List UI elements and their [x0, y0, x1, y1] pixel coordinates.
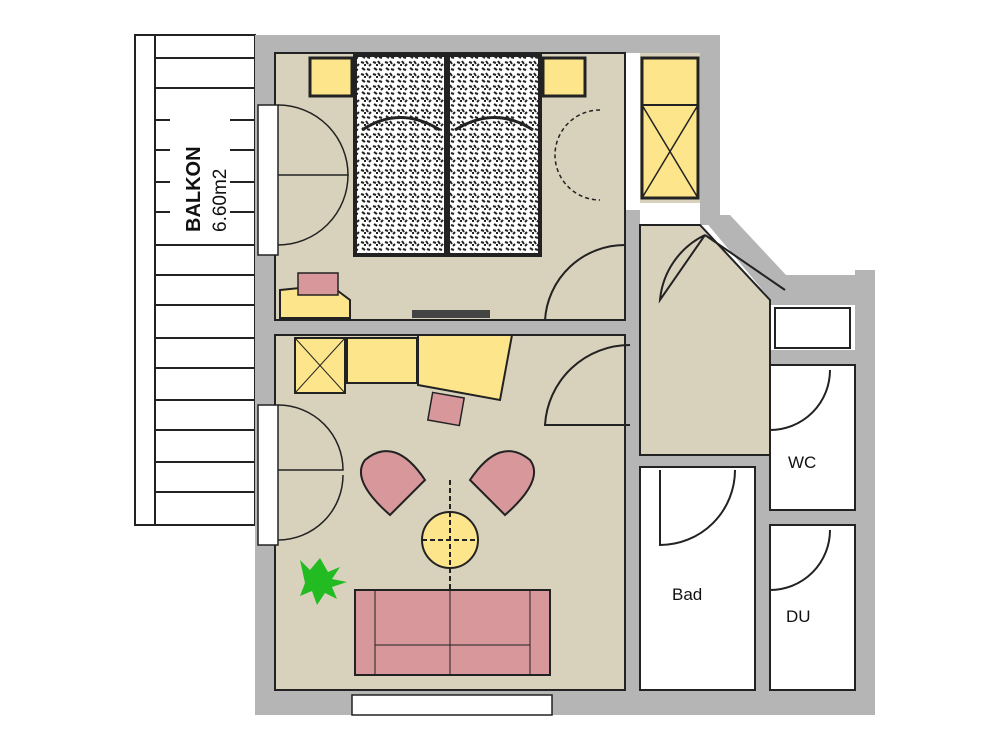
- bedroom-door[interactable]: [543, 243, 626, 321]
- armchair-right: [468, 450, 535, 517]
- double-bed: [353, 53, 542, 257]
- shower-room: [769, 524, 856, 691]
- wc-label: WC: [788, 453, 816, 472]
- balcony-door-bedroom[interactable]: [257, 104, 349, 256]
- chair-bedroom: [297, 272, 339, 296]
- balcony-area: 6.60m2: [210, 169, 231, 232]
- wc-room: [769, 364, 856, 511]
- living-room-door[interactable]: [543, 343, 631, 426]
- shaft: [774, 307, 851, 349]
- wc-door[interactable]: [769, 369, 831, 432]
- bath-label: Bad: [672, 585, 702, 604]
- balcony: BALKON 6.60m2: [134, 34, 256, 526]
- minibar: [346, 337, 418, 384]
- tv-bench: [412, 310, 490, 318]
- wardrobe: [640, 56, 700, 200]
- plant-icon: [300, 558, 347, 605]
- window-bottom: [351, 694, 553, 716]
- sofa: [354, 589, 551, 676]
- wardrobe-door-swing: [554, 109, 601, 201]
- shower-label: DU: [786, 607, 811, 626]
- bathroom-door[interactable]: [659, 469, 736, 547]
- nightstand-right: [541, 56, 587, 98]
- bathroom: [639, 466, 756, 691]
- balcony-name: BALKON: [183, 146, 205, 232]
- armchair-left: [360, 450, 427, 517]
- nightstand-left: [308, 56, 354, 98]
- wardrobe-living: [294, 337, 346, 394]
- shower-door[interactable]: [769, 529, 831, 592]
- desk-chair: [426, 391, 466, 427]
- entrance-door[interactable]: [658, 234, 786, 304]
- balcony-door-living[interactable]: [257, 404, 344, 546]
- coffee-table: [421, 480, 479, 660]
- balcony-slats: [155, 57, 255, 493]
- desk-living: [417, 334, 514, 402]
